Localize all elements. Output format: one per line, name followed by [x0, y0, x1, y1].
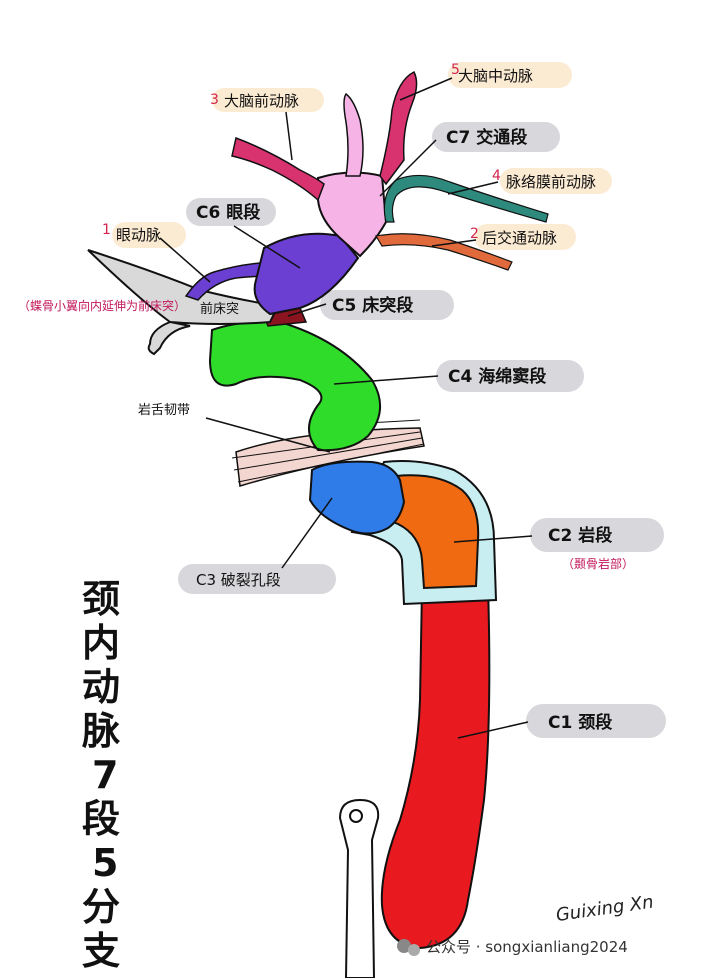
title-char-3: 脉 — [82, 709, 121, 753]
bone-stub — [338, 798, 380, 978]
branch-posterior-communicating — [375, 233, 513, 271]
signature: Guixing Xn — [555, 892, 655, 926]
title-char-7: 分 — [82, 885, 120, 929]
label-clinoid: 前床突 — [200, 301, 239, 317]
branch-number-2: 2 — [470, 226, 479, 242]
vertical-title: 颈 内 动 脉 7 段 5 分 支 — [82, 577, 121, 973]
segment-label-c4: C4 海绵窦段 — [448, 366, 546, 387]
branch-label-ophthalmic: 眼动脉 — [116, 226, 161, 244]
watermark: 公众号 · songxianliang2024 — [397, 938, 628, 956]
segment-label-c2-sub: （颞骨岩部） — [562, 556, 634, 571]
title-char-6: 5 — [92, 841, 118, 885]
wechat-icon — [397, 939, 411, 953]
label-highlights — [112, 62, 666, 738]
branch-ophthalmic — [184, 261, 277, 301]
title-char-2: 动 — [82, 665, 120, 709]
branch-middle-cerebral — [379, 70, 418, 186]
branch-number-5: 5 — [451, 62, 460, 78]
label-clinoid-note: （蝶骨小翼向内延伸为前床突） — [18, 298, 186, 313]
branch-anterior-cerebral — [231, 136, 325, 202]
leader-lines — [159, 77, 533, 739]
bone-hole — [349, 809, 363, 823]
title-char-5: 段 — [82, 797, 120, 841]
branch-anterior-choroidal — [383, 174, 549, 223]
segment-label-c2: C2 岩段 — [548, 525, 612, 546]
segment-c4 — [208, 320, 382, 452]
segment-c3 — [308, 460, 406, 535]
segment-c1 — [380, 584, 491, 950]
segment-label-c6: C6 眼段 — [196, 202, 260, 223]
segment-c6 — [253, 232, 360, 316]
branch-label-anterior-cerebral: 大脑前动脉 — [224, 92, 299, 110]
segment-label-c5: C5 床突段 — [332, 295, 413, 316]
title-char-8: 支 — [82, 929, 120, 973]
branch-middle-cerebral-lower — [343, 92, 364, 177]
title-char-4: 7 — [92, 753, 118, 797]
branch-number-1: 1 — [102, 222, 111, 238]
segment-c2 — [386, 474, 480, 590]
label-ligament: 岩舌韧带 — [138, 403, 190, 418]
branch-number-3: 3 — [210, 92, 219, 108]
wechat-icon-2 — [408, 944, 420, 956]
branch-label-posterior-communicating: 后交通动脉 — [482, 229, 557, 247]
title-char-0: 颈 — [82, 577, 120, 621]
branch-label-middle-cerebral: 大脑中动脉 — [458, 67, 533, 85]
segment-label-c1: C1 颈段 — [548, 712, 612, 733]
segment-label-c3: C3 破裂孔段 — [196, 571, 281, 589]
branch-number-4: 4 — [492, 168, 501, 184]
segment-label-c7: C7 交通段 — [446, 127, 527, 148]
title-char-1: 内 — [82, 621, 120, 665]
branch-label-anterior-choroidal: 脉络膜前动脉 — [506, 173, 596, 191]
watermark-text: 公众号 · songxianliang2024 — [426, 938, 628, 956]
